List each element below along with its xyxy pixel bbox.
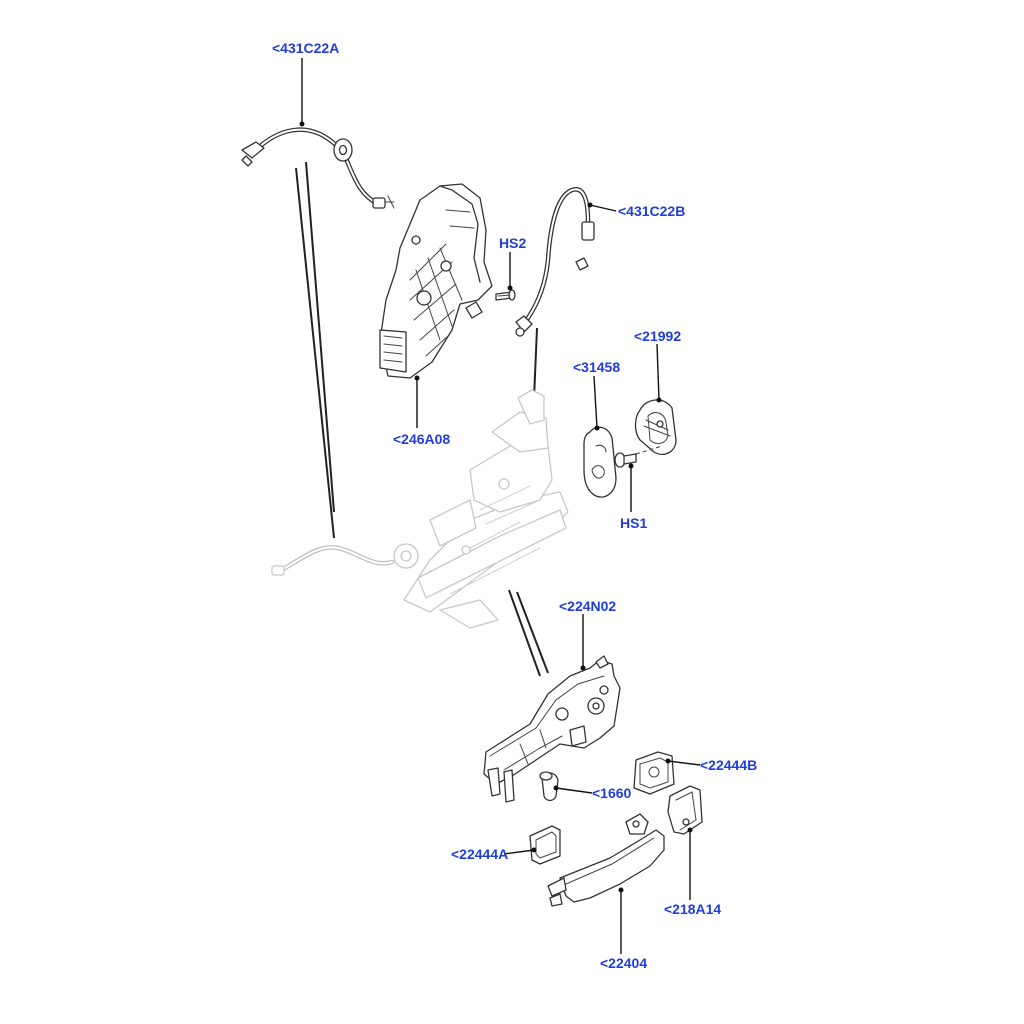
door-handle-22404[interactable] (547, 813, 665, 907)
label-22404[interactable]: <22404 (600, 955, 647, 971)
label-21992[interactable]: <21992 (634, 328, 681, 344)
label-31458[interactable]: <31458 (573, 359, 620, 375)
ghost-door-handle-assembly (271, 389, 569, 629)
label-HS2[interactable]: HS2 (499, 235, 526, 251)
label-431C22A[interactable]: <431C22A (272, 40, 339, 56)
part-labels: <431C22A <431C22B HS2 <246A08 <31458 <21… (272, 40, 757, 971)
cover-218A14[interactable] (667, 785, 703, 835)
door-latch-246A08[interactable] (379, 183, 493, 379)
seal-22444A[interactable] (529, 825, 561, 865)
label-246A08[interactable]: <246A08 (393, 431, 450, 447)
label-HS1[interactable]: HS1 (620, 515, 647, 531)
part-21992-fastener-axis (635, 445, 663, 455)
cap-31458[interactable] (583, 426, 617, 498)
label-218A14[interactable]: <218A14 (664, 901, 721, 917)
screw-HS2[interactable] (495, 289, 516, 301)
part-1660[interactable] (539, 771, 559, 802)
label-22444A[interactable]: <22444A (451, 846, 508, 862)
label-1660[interactable]: <1660 (592, 785, 632, 801)
cable-431C22B[interactable] (515, 187, 595, 337)
part-21992[interactable] (634, 399, 677, 455)
leader-lines (299, 58, 701, 954)
label-431C22B[interactable]: <431C22B (618, 203, 685, 219)
handle-bracket-224N02[interactable] (483, 655, 621, 803)
label-22444B[interactable]: <22444B (700, 757, 757, 773)
cable-431C22A[interactable] (241, 127, 395, 209)
label-224N02[interactable]: <224N02 (559, 598, 616, 614)
screw-HS1[interactable] (614, 452, 637, 468)
seal-22444B[interactable] (633, 751, 675, 795)
